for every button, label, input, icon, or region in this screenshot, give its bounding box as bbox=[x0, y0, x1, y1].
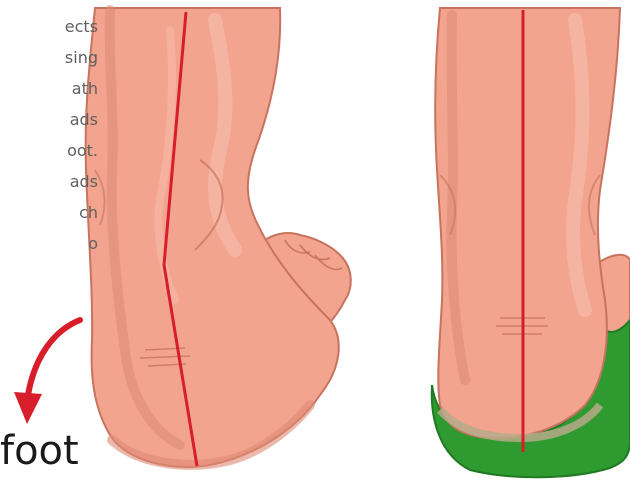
right-foot bbox=[432, 8, 630, 477]
caption-line-2: sing bbox=[0, 48, 98, 68]
caption-line-4: ads bbox=[0, 110, 98, 130]
caption-line-8: o bbox=[0, 234, 98, 254]
curved-arrow-down-icon bbox=[14, 320, 80, 424]
caption-line-5: oot. bbox=[0, 141, 98, 161]
caption-line-7: ch bbox=[0, 203, 98, 223]
caption-line-1: ects bbox=[0, 17, 98, 37]
caption-line-6: ads bbox=[0, 172, 98, 192]
foot-label: foot bbox=[0, 428, 79, 474]
caption-line-3: ath bbox=[0, 79, 98, 99]
left-foot bbox=[86, 8, 351, 467]
